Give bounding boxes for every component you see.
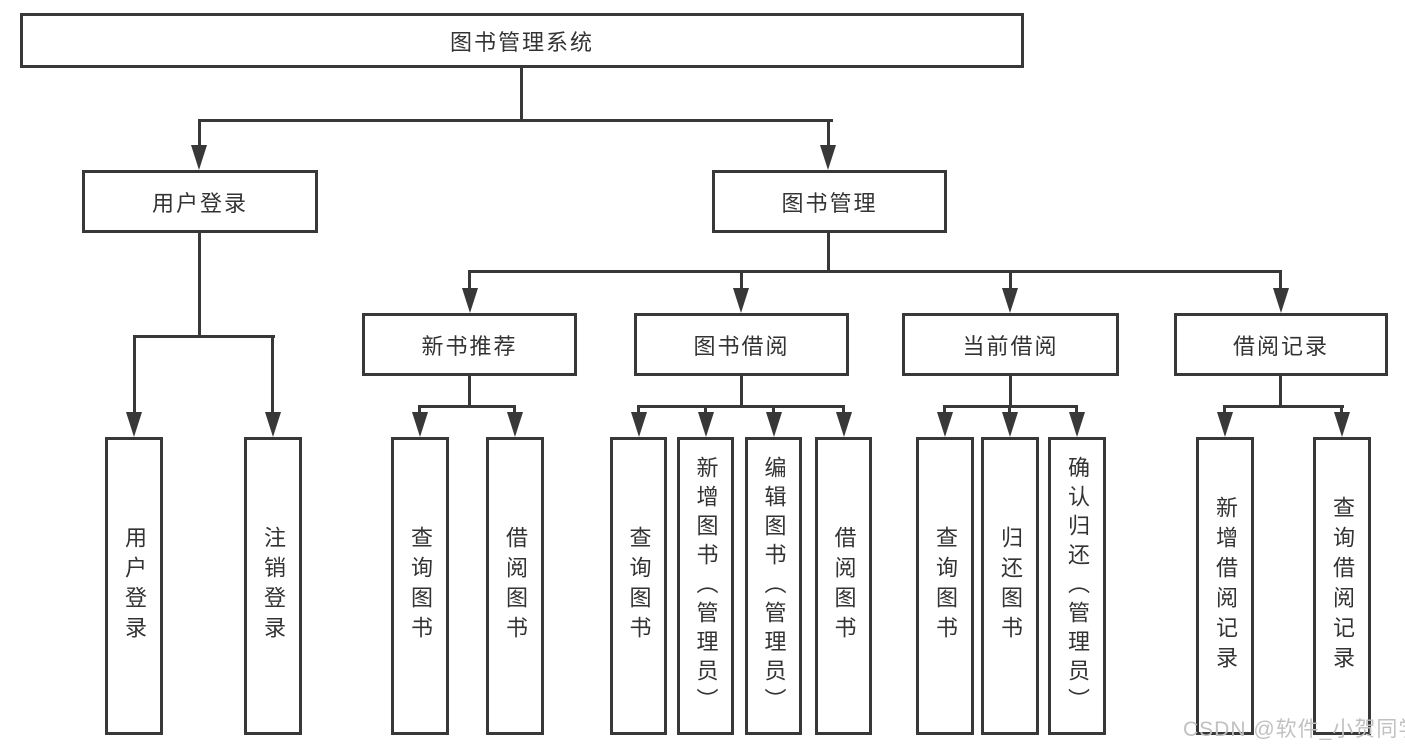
node-borrow-records-label: 借阅记录: [1232, 333, 1329, 359]
connector-drop-leaf: [271, 335, 274, 413]
connector-drop-new-book: [468, 270, 471, 290]
connector-drop-leaf: [513, 405, 516, 415]
arrow-down-icon: [733, 288, 749, 313]
connector-drop-user-login: [198, 119, 201, 148]
leaf-bb-edit-books: 编辑图书（管理员）: [745, 437, 802, 735]
arrow-down-icon: [462, 288, 478, 313]
node-user-login-label: 用户登录: [151, 190, 248, 216]
leaf-bb-borrow-books-label: 借阅图书: [831, 526, 857, 646]
node-current-borrow: 当前借阅: [902, 313, 1119, 376]
leaf-bb-query-books: 查询图书: [610, 437, 667, 735]
connector-drop-leaf: [418, 405, 421, 415]
arrow-down-icon: [1002, 412, 1018, 437]
leaf-cb-query-books-label: 查询图书: [933, 526, 958, 646]
leaf-nb-query-books-label: 查询图书: [408, 526, 433, 646]
connector-drop-leaf: [1008, 405, 1011, 415]
connector-new-book-stem: [468, 376, 471, 407]
node-current-borrow-label: 当前借阅: [962, 333, 1059, 359]
connector-current-borrow-stem: [1009, 376, 1012, 407]
node-root-label: 图书管理系统: [449, 29, 594, 55]
arrow-down-icon: [766, 412, 782, 437]
leaf-user-login: 用户登录: [105, 437, 163, 735]
leaf-br-query-record-label: 查询借阅记录: [1330, 496, 1355, 676]
node-new-book-recommend: 新书推荐: [362, 313, 577, 376]
connector-drop-leaf: [1340, 405, 1343, 415]
node-root: 图书管理系统: [20, 13, 1024, 68]
leaf-logout: 注销登录: [244, 437, 302, 735]
arrow-down-icon: [1002, 288, 1018, 313]
leaf-nb-borrow-books-label: 借阅图书: [503, 526, 528, 646]
node-book-borrow-label: 图书借阅: [693, 333, 790, 359]
connector-user-login-split: [133, 335, 275, 338]
connector-book-borrow-stem: [740, 376, 743, 407]
leaf-bb-add-books: 新增图书（管理员）: [677, 437, 734, 735]
arrow-down-icon: [1273, 288, 1289, 313]
csdn-watermark: CSDN @软件_小贺同学: [1183, 718, 1405, 741]
connector-drop-leaf: [1075, 405, 1078, 415]
leaf-nb-borrow-books: 借阅图书: [486, 437, 544, 735]
arrow-down-icon: [1334, 412, 1350, 437]
arrow-down-icon: [265, 412, 281, 437]
connector-drop-leaf: [842, 405, 845, 415]
connector-drop-leaf: [943, 405, 946, 415]
node-borrow-records: 借阅记录: [1174, 313, 1388, 376]
connector-drop-leaf: [133, 335, 136, 413]
node-book-borrow: 图书借阅: [634, 313, 849, 376]
connector-book-management-stem: [827, 233, 830, 273]
connector-drop-borrow-records: [1279, 270, 1282, 290]
leaf-cb-return-books-label: 归还图书: [998, 526, 1023, 646]
leaf-cb-confirm-return: 确认归还（管理员）: [1048, 437, 1106, 735]
connector-book-management-split: [468, 270, 1282, 273]
connector-root-stem: [520, 68, 523, 121]
node-new-book-recommend-label: 新书推荐: [421, 333, 518, 359]
arrow-down-icon: [698, 412, 714, 437]
leaf-bb-edit-books-label: 编辑图书（管理员）: [761, 455, 787, 717]
leaf-logout-label: 注销登录: [261, 526, 286, 646]
leaf-bb-add-books-label: 新增图书（管理员）: [693, 455, 719, 717]
arrow-down-icon: [820, 145, 836, 170]
connector-borrow-records-split: [1223, 405, 1344, 408]
leaf-br-add-record: 新增借阅记录: [1196, 437, 1254, 735]
leaf-br-add-record-label: 新增借阅记录: [1213, 496, 1238, 676]
leaf-bb-query-books-label: 查询图书: [626, 526, 652, 646]
arrow-down-icon: [191, 145, 207, 170]
connector-user-login-stem: [198, 233, 201, 337]
leaf-user-login-label: 用户登录: [122, 526, 147, 646]
leaf-cb-return-books: 归还图书: [981, 437, 1039, 735]
node-book-management-label: 图书管理: [781, 190, 878, 216]
arrow-down-icon: [631, 412, 647, 437]
node-book-management: 图书管理: [712, 170, 947, 233]
node-user-login: 用户登录: [82, 170, 318, 233]
connector-root-split: [198, 119, 833, 122]
connector-new-book-split: [418, 405, 516, 408]
leaf-br-query-record: 查询借阅记录: [1313, 437, 1371, 735]
connector-borrow-records-stem: [1279, 376, 1282, 407]
leaf-bb-borrow-books: 借阅图书: [815, 437, 872, 735]
connector-drop-leaf: [772, 405, 775, 415]
arrow-down-icon: [126, 412, 142, 437]
leaf-cb-query-books: 查询图书: [916, 437, 974, 735]
connector-drop-book-management: [827, 119, 830, 148]
arrow-down-icon: [937, 412, 953, 437]
arrow-down-icon: [1217, 412, 1233, 437]
leaf-cb-confirm-return-label: 确认归还（管理员）: [1065, 455, 1090, 717]
connector-drop-leaf: [704, 405, 707, 415]
arrow-down-icon: [507, 412, 523, 437]
leaf-nb-query-books: 查询图书: [391, 437, 449, 735]
arrow-down-icon: [1069, 412, 1085, 437]
connector-drop-current-borrow: [1009, 270, 1012, 290]
connector-drop-leaf: [1223, 405, 1226, 415]
arrow-down-icon: [412, 412, 428, 437]
connector-drop-book-borrow: [740, 270, 743, 290]
arrow-down-icon: [836, 412, 852, 437]
connector-drop-leaf: [637, 405, 640, 415]
connector-book-borrow-split: [637, 405, 845, 408]
